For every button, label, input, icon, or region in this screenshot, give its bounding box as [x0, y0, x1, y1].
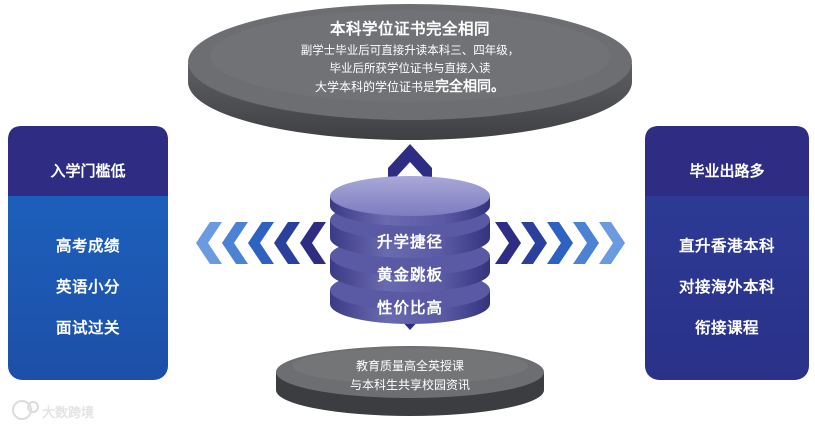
left-panel-header: 入学门槛低: [50, 162, 126, 180]
right-panel-item: 对接海外本科: [678, 278, 775, 296]
right-panel-header: 毕业出路多: [689, 162, 765, 180]
chevrons-left-icon: [196, 222, 326, 264]
bottom-line-1: 教育质量高全英授课: [355, 359, 464, 373]
cylinder-label: 升学捷径: [376, 233, 443, 251]
bottom-line-2: 与本科生共享校园资讯: [349, 378, 470, 392]
top-disc: [188, 4, 632, 140]
left-panel-item: 英语小分: [55, 278, 120, 296]
watermark-text: 大数跨境: [42, 406, 95, 421]
center-cylinder: [330, 176, 490, 324]
bottom-disc: [276, 346, 544, 416]
left-panel: [8, 126, 168, 380]
cylinder-label: 性价比高: [376, 299, 443, 317]
right-panel-item: 衔接课程: [694, 319, 759, 337]
top-line-3-prefix: 大学本科的学位证书是: [314, 80, 435, 94]
left-panel-item: 面试过关: [55, 319, 120, 337]
right-panel-item: 直升香港本科: [678, 237, 775, 255]
right-panel: [645, 126, 809, 380]
left-panel-item: 高考成绩: [55, 237, 120, 255]
top-line-2: 毕业后所获学位证书与直接入读: [329, 61, 491, 75]
top-line-3: 大学本科的学位证书是完全相同。: [220, 76, 600, 96]
arrow-up-icon: [388, 144, 432, 186]
top-line-3-emphasis: 完全相同。: [435, 79, 505, 95]
top-title: 本科学位证书完全相同: [329, 20, 490, 38]
top-line-1: 副学士毕业后可直接升读本科三、四年级，: [300, 43, 520, 57]
chevrons-right-icon: [495, 222, 625, 264]
watermark-logo-icon: [12, 400, 39, 420]
cylinder-label: 黄金跳板: [376, 266, 443, 284]
